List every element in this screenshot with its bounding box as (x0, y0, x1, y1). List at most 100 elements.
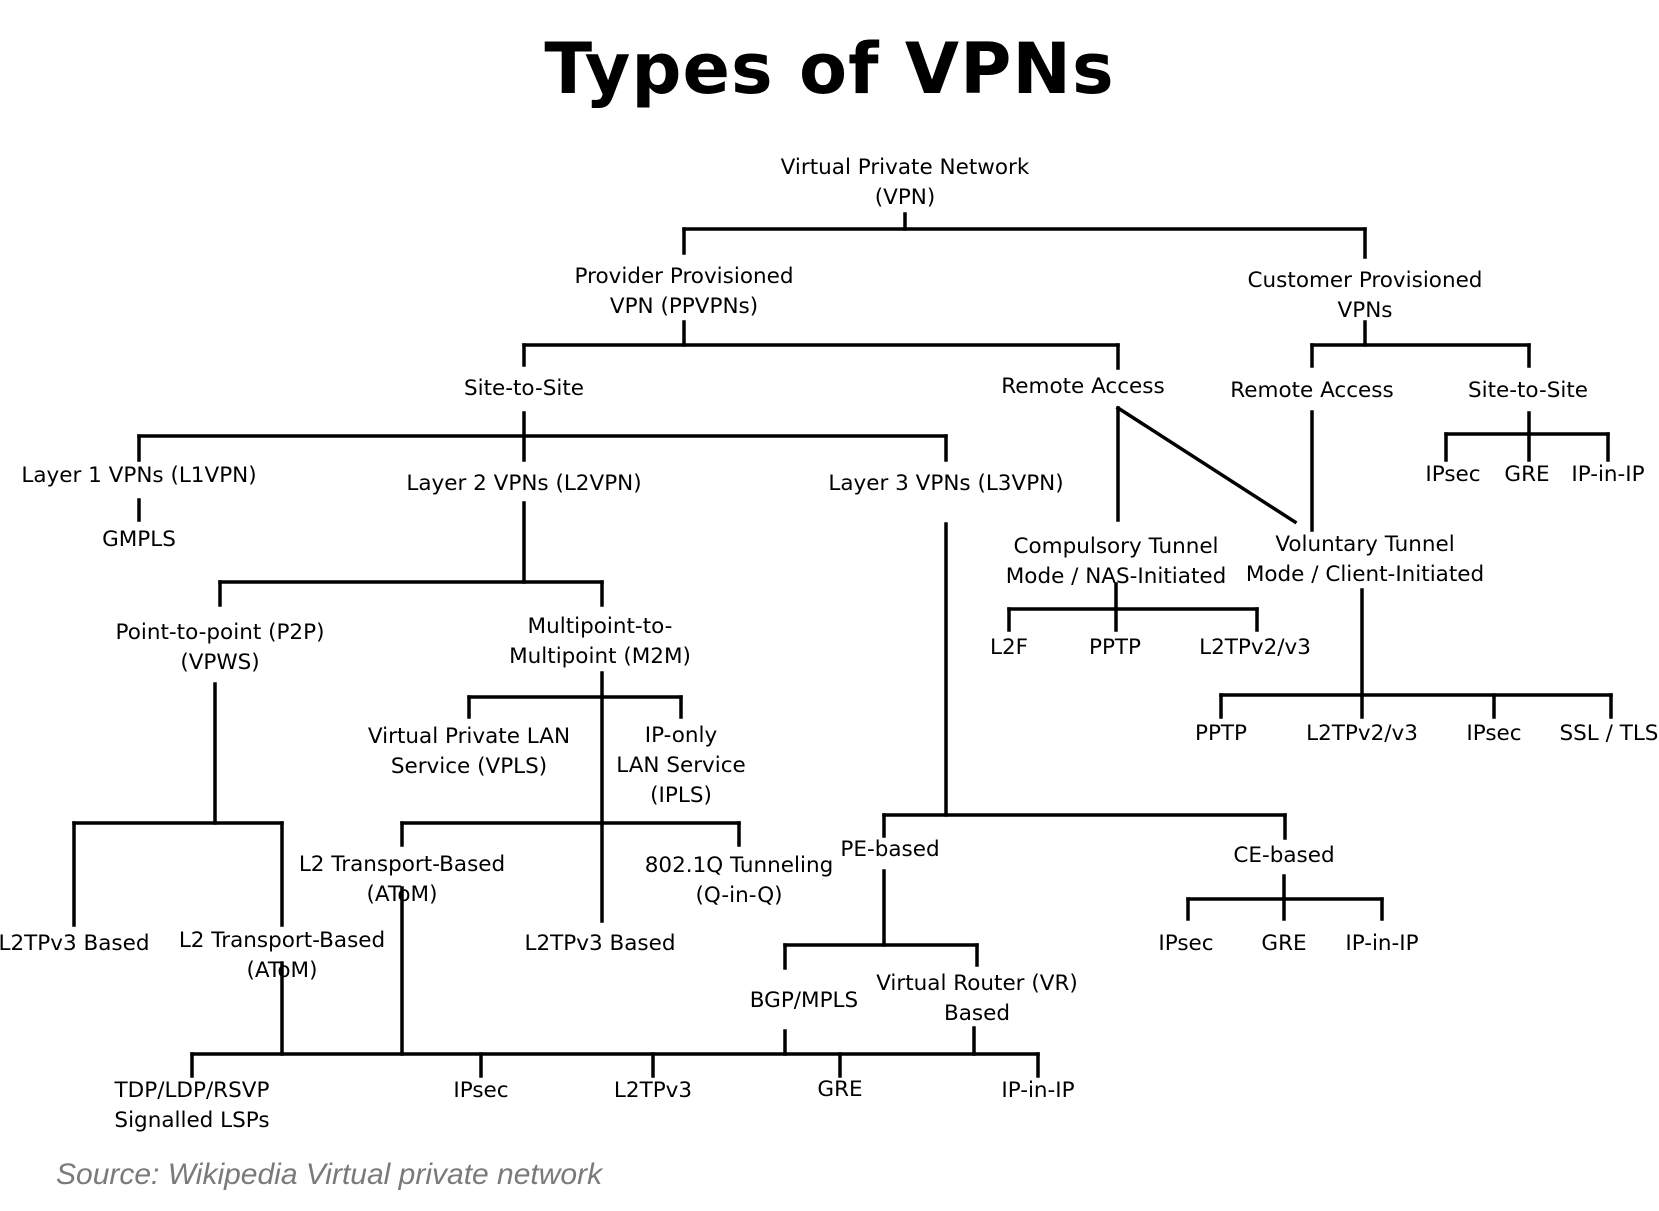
node-b-gre: GRE (817, 1077, 862, 1102)
node-label-line: Voluntary Tunnel (1275, 532, 1454, 557)
node-label-line: Mode / NAS-Initiated (1006, 564, 1227, 589)
node-label-line: Provider Provisioned (575, 264, 794, 289)
node-label-line: (VPWS) (180, 650, 259, 675)
node-label-line: Multipoint-to- (528, 614, 673, 639)
node-p-l2tpv3: L2TPv3 Based (0, 931, 150, 956)
node-ce-ipinip: IP-in-IP (1345, 931, 1418, 956)
node-label-line: Layer 3 VPNs (L3VPN) (828, 471, 1063, 496)
node-c-l2f: L2F (990, 635, 1028, 660)
node-label-line: PPTP (1195, 721, 1247, 746)
node-vpn: Virtual Private Network(VPN) (781, 155, 1030, 210)
node-label-line: PE-based (840, 837, 939, 862)
node-label-line: Multipoint (M2M) (509, 644, 691, 669)
node-m2m: Multipoint-to- Multipoint (M2M) (509, 614, 691, 669)
node-label-line: Compulsory Tunnel (1013, 534, 1218, 559)
node-pp-site: Site-to-Site (464, 376, 584, 401)
node-label-line: Site-to-Site (1468, 378, 1588, 403)
node-label-line: L2TPv3 (614, 1078, 692, 1103)
node-label-line: LAN Service (616, 753, 746, 778)
node-label-line: Virtual Router (VR) (876, 971, 1078, 996)
node-label-line: Layer 1 VPNs (L1VPN) (21, 463, 256, 488)
node-ce: CE-based (1233, 843, 1334, 868)
node-pe: PE-based (840, 837, 939, 862)
node-label-line: IPsec (1466, 721, 1521, 746)
node-label-line: Point-to-point (P2P) (116, 620, 325, 645)
node-label-line: IPsec (453, 1078, 508, 1103)
node-l2vpn: Layer 2 VPNs (L2VPN) (406, 471, 641, 496)
node-vr: Virtual Router (VR) Based (876, 971, 1078, 1026)
node-cp-remote: Remote Access (1230, 378, 1393, 403)
node-label-line: Site-to-Site (464, 376, 584, 401)
node-v-l2tp: L2TPv2/v3 (1306, 721, 1418, 746)
node-label-line: Based (944, 1001, 1010, 1026)
node-label-line: SSL / TLS (1560, 721, 1659, 746)
node-gmpls: GMPLS (102, 527, 176, 552)
connector-lines (72, 212, 1613, 1078)
node-label-line: L2 Transport-Based (179, 928, 385, 953)
node-label-line: L2 Transport-Based (299, 852, 505, 877)
node-cp-ipinip: IP-in-IP (1571, 462, 1644, 487)
node-label-line: L2TPv2/v3 (1199, 635, 1311, 660)
node-v-pptp: PPTP (1195, 721, 1247, 746)
node-ce-ipsec: IPsec (1158, 931, 1213, 956)
node-v-ipsec: IPsec (1466, 721, 1521, 746)
node-cp-ipsec: IPsec (1425, 462, 1480, 487)
node-label-line: IP-in-IP (1001, 1078, 1074, 1103)
node-label-line: (IPLS) (650, 783, 712, 808)
node-label-line: Service (VPLS) (391, 754, 547, 779)
node-label-line: BGP/MPLS (750, 988, 858, 1013)
node-label-line: IP-in-IP (1345, 931, 1418, 956)
node-label-line: CE-based (1233, 843, 1334, 868)
node-labels: Virtual Private Network(VPN) Provider Pro… (0, 155, 1658, 1133)
node-label-line: L2TPv3 Based (0, 931, 150, 956)
node-c-pptp: PPTP (1089, 635, 1141, 660)
node-label-line: (AToM) (247, 958, 318, 983)
node-label-line: GRE (1504, 462, 1549, 487)
node-label-line: Remote Access (1001, 374, 1164, 399)
node-c-l2tp: L2TPv2/v3 (1199, 635, 1311, 660)
node-p2p: Point-to-point (P2P) (VPWS) (116, 620, 325, 675)
node-b-ipsec: IPsec (453, 1078, 508, 1103)
node-label-line: Customer Provisioned (1248, 268, 1483, 293)
node-label-line: IPsec (1425, 462, 1480, 487)
node-label-line: IPsec (1158, 931, 1213, 956)
node-l3vpn: Layer 3 VPNs (L3VPN) (828, 471, 1063, 496)
node-m-l2transport: L2 Transport-Based (AToM) (299, 852, 505, 907)
node-label-line: GRE (817, 1077, 862, 1102)
node-b-tdp: TDP/LDP/RSVP Signalled LSPs (114, 1078, 270, 1133)
node-label-line: VPN (PPVPNs) (610, 294, 758, 319)
diagram-title: Types of VPNs (544, 28, 1115, 110)
node-label-line: Remote Access (1230, 378, 1393, 403)
node-label-line: (VPN) (875, 185, 936, 210)
node-label-line: (Q-in-Q) (695, 883, 782, 908)
node-label-line: GRE (1261, 931, 1306, 956)
node-label-line: PPTP (1089, 635, 1141, 660)
node-m-8021q: 802.1Q Tunneling(Q-in-Q) (645, 853, 834, 908)
node-label-line: L2TPv2/v3 (1306, 721, 1418, 746)
node-label-line: IP-only (645, 723, 718, 748)
node-label-line: Mode / Client-Initiated (1246, 562, 1484, 587)
node-ce-gre: GRE (1261, 931, 1306, 956)
connector-line (1115, 405, 1298, 525)
node-m-l2tpv3: L2TPv3 Based (525, 931, 676, 956)
node-pp-remote: Remote Access (1001, 374, 1164, 399)
node-label-line: (AToM) (367, 882, 438, 907)
node-label-line: Signalled LSPs (114, 1108, 269, 1133)
node-label-line: TDP/LDP/RSVP (114, 1078, 270, 1103)
node-cp-site: Site-to-Site (1468, 378, 1588, 403)
node-l1vpn: Layer 1 VPNs (L1VPN) (21, 463, 256, 488)
node-b-l2tpv3: L2TPv3 (614, 1078, 692, 1103)
node-bgp: BGP/MPLS (750, 988, 858, 1013)
node-p-l2transport: L2 Transport-Based (AToM) (179, 928, 385, 983)
node-label-line: L2TPv3 Based (525, 931, 676, 956)
node-label-line: IP-in-IP (1571, 462, 1644, 487)
node-label-line: GMPLS (102, 527, 176, 552)
node-b-ipinip: IP-in-IP (1001, 1078, 1074, 1103)
node-v-ssl: SSL / TLS (1560, 721, 1659, 746)
